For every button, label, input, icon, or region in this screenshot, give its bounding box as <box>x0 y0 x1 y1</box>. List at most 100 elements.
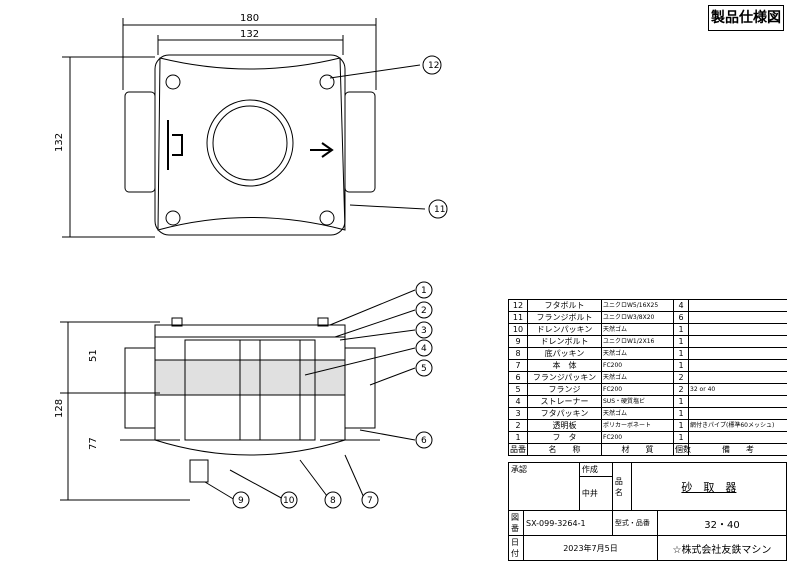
part-name: 底パッキン <box>528 348 602 360</box>
part-no: 5 <box>509 384 528 396</box>
part-qty: 1 <box>674 420 689 432</box>
balloon-12: 12 <box>428 61 439 71</box>
header-remarks: 備 考 <box>689 444 787 456</box>
part-qty: 4 <box>674 300 689 312</box>
balloon-6: 6 <box>421 436 427 446</box>
part-name: ドレンボルト <box>528 336 602 348</box>
part-remarks <box>689 432 787 444</box>
dim-51: 51 <box>88 349 99 362</box>
part-name: 本 体 <box>528 360 602 372</box>
company-name: 株式会社友鉄マシン <box>681 545 771 556</box>
company: ☆株式会社友鉄マシン <box>657 536 786 561</box>
part-material: ユニクロW3/8X20 <box>602 312 674 324</box>
part-no: 9 <box>509 336 528 348</box>
balloon-3: 3 <box>421 326 427 336</box>
part-no: 10 <box>509 324 528 336</box>
part-name: フランジ <box>528 384 602 396</box>
part-remarks <box>689 360 787 372</box>
part-material: 天然ゴム <box>602 372 674 384</box>
part-material: FC200 <box>602 432 674 444</box>
part-no: 11 <box>509 312 528 324</box>
part-name: ストレーナー <box>528 396 602 408</box>
part-remarks <box>689 372 787 384</box>
part-material: 天然ゴム <box>602 348 674 360</box>
header-material: 材 質 <box>602 444 674 456</box>
part-no: 7 <box>509 360 528 372</box>
part-remarks <box>689 396 787 408</box>
dim-77: 77 <box>88 437 99 450</box>
dim-132-width: 132 <box>240 29 259 40</box>
side-view <box>60 290 415 500</box>
part-remarks <box>689 336 787 348</box>
part-remarks <box>689 324 787 336</box>
part-qty: 6 <box>674 312 689 324</box>
part-remarks <box>689 408 787 420</box>
part-no: 8 <box>509 348 528 360</box>
part-material: ポリカーボネート <box>602 420 674 432</box>
part-qty: 1 <box>674 432 689 444</box>
model-label: 型式・品番 <box>612 511 657 536</box>
part-remarks: 32 or 40 <box>689 384 787 396</box>
balloon-1: 1 <box>421 286 427 296</box>
parts-header-row: 品番 名 称 材 質 個数 備 考 <box>509 444 787 456</box>
made-by: 中井 <box>579 477 612 511</box>
part-no: 4 <box>509 396 528 408</box>
balloon-2: 2 <box>421 306 427 316</box>
part-name: フタボルト <box>528 300 602 312</box>
balloon-5: 5 <box>421 364 427 374</box>
part-no: 1 <box>509 432 528 444</box>
balloon-7: 7 <box>367 496 373 506</box>
top-view <box>62 18 447 237</box>
balloon-4: 4 <box>421 344 427 354</box>
part-material: ユニクロW1/2X16 <box>602 336 674 348</box>
balloon-11: 11 <box>434 205 445 215</box>
model: 32・40 <box>657 511 786 536</box>
part-remarks <box>689 300 787 312</box>
part-qty: 2 <box>674 384 689 396</box>
part-name: フランジパッキン <box>528 372 602 384</box>
part-qty: 2 <box>674 372 689 384</box>
part-no: 6 <box>509 372 528 384</box>
part-qty: 1 <box>674 396 689 408</box>
made-label: 作成 <box>579 463 612 477</box>
dim-132-height: 132 <box>54 133 65 152</box>
part-remarks <box>689 348 787 360</box>
balloon-9: 9 <box>238 496 244 506</box>
drawing-no-label: 図番 <box>509 511 524 536</box>
part-material: SUS・硬質塩ビ <box>602 396 674 408</box>
part-name: フランジボルト <box>528 312 602 324</box>
date-label: 日付 <box>509 536 524 561</box>
part-qty: 1 <box>674 348 689 360</box>
product-name-label: 品名 <box>612 463 631 511</box>
part-remarks: 網付きパイプ(標準60メッシュ) <box>689 420 787 432</box>
drawing-no: SX-099-3264-1 <box>524 511 613 536</box>
part-material: 天然ゴム <box>602 324 674 336</box>
balloon-10: 10 <box>283 496 295 506</box>
header-name: 名 称 <box>528 444 602 456</box>
product-name: 砂 取 器 <box>631 463 786 511</box>
part-material: ユニクロW5/16X25 <box>602 300 674 312</box>
dim-128: 128 <box>54 399 65 418</box>
part-name: フ タ <box>528 432 602 444</box>
part-no: 2 <box>509 420 528 432</box>
date: 2023年7月5日 <box>524 536 658 561</box>
dim-180: 180 <box>240 13 259 24</box>
part-qty: 1 <box>674 336 689 348</box>
balloon-8: 8 <box>330 496 336 506</box>
part-material: FC200 <box>602 360 674 372</box>
part-no: 3 <box>509 408 528 420</box>
part-material: FC200 <box>602 384 674 396</box>
part-remarks <box>689 312 787 324</box>
header-no: 品番 <box>509 444 528 456</box>
